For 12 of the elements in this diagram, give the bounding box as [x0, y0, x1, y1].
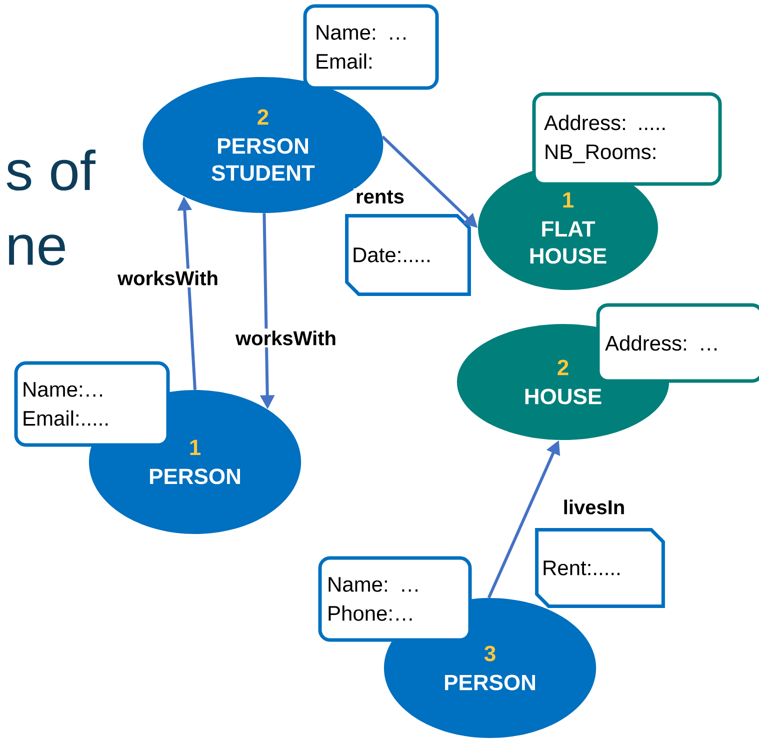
- edge-label: worksWith: [234, 328, 338, 348]
- property-box: Address: …: [596, 303, 759, 383]
- property-box: Name: … Email:: [303, 4, 439, 90]
- relationship-property-box: Date:.....: [345, 214, 471, 296]
- property-box: Name: … Phone:…: [318, 556, 472, 642]
- edge-label: rents: [354, 188, 406, 206]
- edge-label: worksWith: [116, 268, 220, 288]
- title-text: ne: [8, 234, 65, 266]
- relationship-property-box: Rent:.....: [535, 528, 665, 608]
- edge-label: livesIn: [560, 498, 628, 516]
- property-box: Name:… Email:.....: [14, 361, 170, 447]
- property-box: Address: ..... NB_Rooms:: [532, 92, 722, 186]
